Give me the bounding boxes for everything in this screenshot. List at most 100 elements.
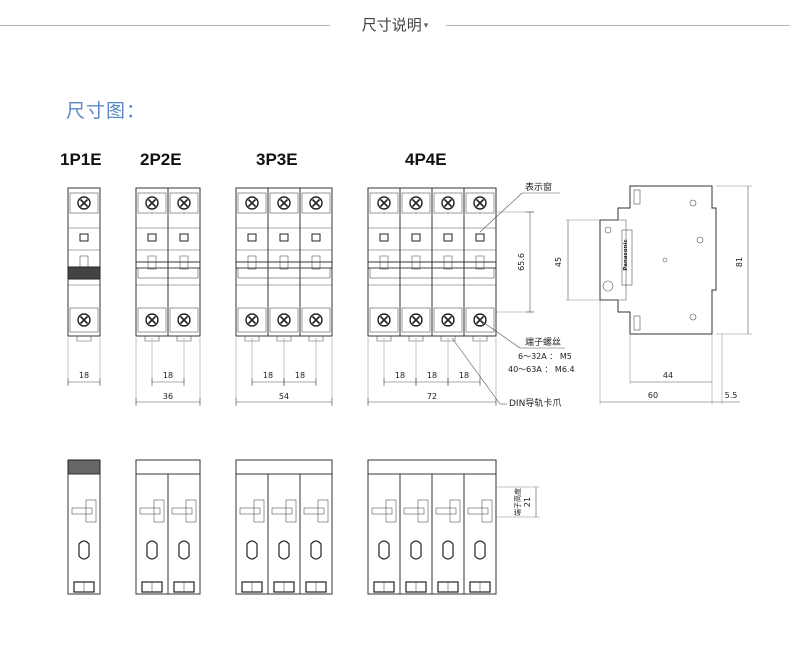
tb4p-2-body — [399, 473, 433, 595]
bk3p-2-bottom-cap — [269, 307, 299, 333]
bk4p-2-bottom-screw-icon-slot — [411, 315, 421, 325]
bk1p-1-bottom-screw-icon-slot — [79, 315, 89, 325]
tb3p-3-terminal-icon — [310, 540, 322, 560]
side-view-front-face — [600, 219, 627, 301]
label-height-656: 65.6 — [517, 253, 526, 271]
bk4p-1-bottom-cap — [369, 307, 399, 333]
header-title-toggle[interactable]: 尺寸说明▾ — [0, 14, 790, 35]
side-dim-81: 81 — [735, 257, 744, 267]
tb2p-1-terminal-icon — [146, 540, 158, 560]
label-indicator-window: 表示窗 — [525, 181, 552, 193]
tb4p-4-terminal-icon — [474, 540, 486, 560]
section-title: 尺寸图： — [66, 100, 147, 122]
bk2p-1-bottom-cap — [137, 307, 167, 333]
tb1p-1-bar — [71, 507, 93, 515]
bk4p-3-top-screw-icon-slot — [443, 198, 453, 208]
header-divider-left — [0, 25, 330, 26]
bk4p-4-top-cap — [465, 192, 495, 214]
tb2p-2-body — [167, 473, 201, 595]
tb4p-2-clamp — [417, 499, 429, 523]
bk2p-1-indicator-window — [147, 233, 157, 242]
bk3p-1-top-cap — [237, 192, 267, 214]
bk3p-1-bottom-cap — [237, 307, 267, 333]
bk4p-4-indicator-window — [475, 233, 485, 242]
bk2p-1-bottom-screw-icon-slot — [147, 315, 157, 325]
bk1p-1-pole-body — [67, 187, 101, 337]
tb4p-1-clamp — [385, 499, 397, 523]
tb2p-2-clamp — [185, 499, 197, 523]
bk3p-3-top-screw-icon-slot — [311, 198, 321, 208]
label-screw-spec-2: 40～63A ： M6.4 — [508, 365, 575, 374]
dim-4p-pitch-c: 18 — [459, 371, 469, 380]
bk3p-2-top-screw-icon-slot — [279, 198, 289, 208]
bk4p-3-bottom-cap — [433, 307, 463, 333]
tb4p-3-terminal-icon — [442, 540, 454, 560]
model-label-4p: 4P4E — [405, 150, 447, 169]
leader-indicator-window — [479, 192, 523, 233]
side-dim-44: 44 — [663, 371, 673, 380]
bk1p-1-top-cap — [69, 192, 99, 214]
caret-down-icon: ▾ — [423, 20, 429, 31]
bk3p-handle-bar — [235, 261, 333, 269]
bk2p-2-bottom-screw-icon-slot — [179, 315, 189, 325]
side-dimension-labels: 45 81 44 60 5.5 — [554, 257, 744, 400]
side-view-rail-clip — [633, 315, 641, 331]
tb3p-1-body — [235, 473, 269, 595]
tb2p-2-terminal-icon — [178, 540, 190, 560]
tb1p-cap — [67, 459, 101, 475]
tb2p-cap — [135, 459, 201, 475]
dim-3p-pitch-b: 18 — [295, 371, 305, 380]
model-label-1p: 1P1E — [60, 150, 102, 169]
bk3p-1-top-screw-icon-slot — [247, 198, 257, 208]
bk4p-1-top-screw-icon-slot — [379, 198, 389, 208]
dim-4p-pitch-b: 18 — [427, 371, 437, 380]
tb3p-2-bar — [271, 507, 293, 515]
bk4p-4-bottom-cap — [465, 307, 495, 333]
label-screw-spec-1: 6～32A ： M5 — [518, 352, 572, 361]
tb2p-1-bar — [139, 507, 161, 515]
dim-2p-total: 36 — [163, 392, 173, 401]
bk3p-3-bottom-cap — [301, 307, 331, 333]
header-title: 尺寸说明 — [361, 16, 422, 34]
tb1p-1-clamp — [85, 499, 97, 523]
bk4p-2-indicator-window — [411, 233, 421, 242]
tb4p-4-body — [463, 473, 497, 595]
tb1p-1-terminal-icon — [78, 540, 90, 560]
bk1p-handle — [67, 266, 101, 280]
label-terminal-height-value: 21 — [523, 497, 532, 507]
tb3p-1-bar — [239, 507, 261, 515]
bk4p-2-top-cap — [401, 192, 431, 214]
bk2p-handle-tie — [137, 267, 199, 279]
bk3p-3-top-cap — [301, 192, 331, 214]
bk2p-2-top-cap — [169, 192, 199, 214]
leader-din-clip — [451, 337, 501, 405]
bk4p-4-top-screw-icon-slot — [475, 198, 485, 208]
label-din-clip: DIN导轨卡爪 — [509, 397, 561, 409]
bk3p-2-bottom-screw-icon-slot — [279, 315, 289, 325]
label-terminal-screw: 端子螺丝 — [525, 336, 561, 348]
tb3p-2-clamp — [285, 499, 297, 523]
bk4p-3-indicator-window — [443, 233, 453, 242]
bk2p-2-bottom-cap — [169, 307, 199, 333]
tb4p-3-clamp — [449, 499, 461, 523]
tb4p-2-bar — [403, 507, 425, 515]
bk3p-1-bottom-screw-icon-slot — [247, 315, 257, 325]
tb3p-3-bar — [303, 507, 325, 515]
tb3p-1-terminal-icon — [246, 540, 258, 560]
side-view-hole — [689, 313, 697, 321]
tb3p-1-clamp — [253, 499, 265, 523]
brand-logo-text: Panasonic — [623, 239, 629, 270]
tb1p-1-body — [67, 473, 101, 595]
tb4p-3-body — [431, 473, 465, 595]
tb3p-2-terminal-icon — [278, 540, 290, 560]
leader-terminal-screw — [479, 319, 521, 349]
tb4p-cap — [367, 459, 497, 475]
tb4p-3-bar — [435, 507, 457, 515]
side-view-hole — [696, 236, 704, 244]
bk4p-1-bottom-screw-icon-slot — [379, 315, 389, 325]
bk1p-1-indicator-window — [79, 233, 89, 242]
tb4p-2-terminal-icon — [410, 540, 422, 560]
bk4p-1-top-cap — [369, 192, 399, 214]
side-view-rivet — [662, 257, 668, 263]
